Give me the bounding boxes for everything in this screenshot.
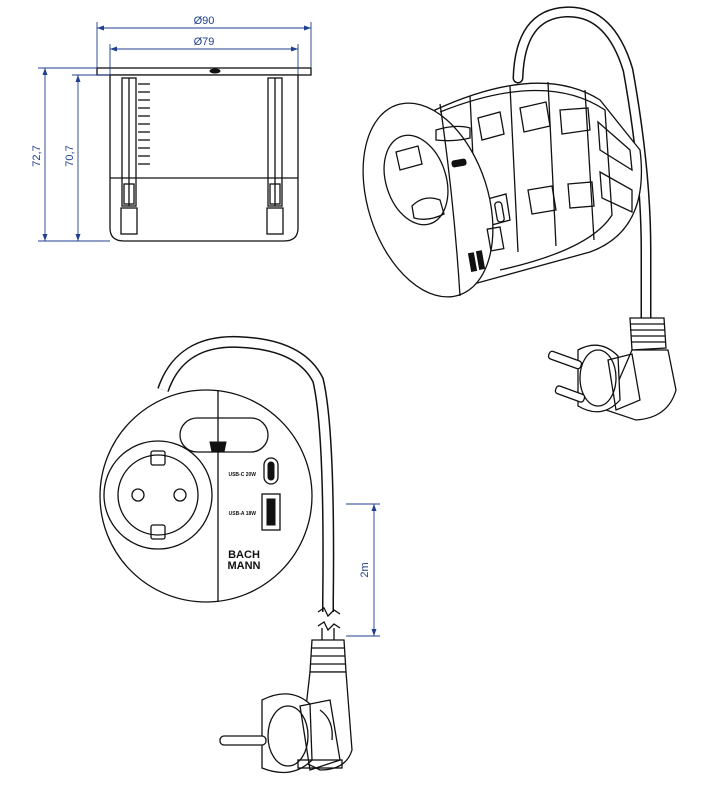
side-clamp-right [266, 77, 284, 235]
dim-body-height: 70,7 [64, 145, 76, 166]
front-plug [219, 639, 353, 774]
side-body [109, 74, 299, 242]
side-ratchet-teeth [138, 83, 150, 165]
socket-earth-clip-bottom [150, 524, 166, 540]
iso-disc-divider [439, 103, 461, 297]
plug-pin [219, 735, 267, 746]
front-view: USB-C 20W USB-A 18W BACH MANN 2m [99, 335, 380, 774]
iso-socket [383, 134, 449, 226]
usb-a-label: USB-A 18W [229, 511, 257, 517]
brand-line-1: BACH [228, 549, 260, 561]
socket-pin-hole-left [131, 488, 145, 502]
socket-pin-hole-right [173, 488, 187, 502]
dim-cable-length: 2m [359, 562, 371, 577]
iso-brand-mark [467, 250, 486, 272]
usb-a-port [261, 493, 281, 531]
dim-outer-diameter: Ø90 [194, 15, 215, 27]
iso-usb-a-port [486, 226, 505, 252]
side-clamp-left [120, 77, 138, 235]
socket-earth-clip-top [150, 450, 166, 466]
flange-notch [209, 68, 221, 74]
flange-rim [96, 67, 312, 76]
dim-inner-diameter: Ø79 [194, 36, 215, 48]
dim-total-height: 72,7 [31, 145, 43, 166]
brand-line-2: MANN [228, 560, 261, 572]
schuko-socket [103, 440, 213, 550]
iso-plug [547, 317, 677, 421]
iso-usb-c-port [494, 201, 505, 223]
usb-c-port [263, 457, 279, 485]
usb-c-label: USB-C 20W [228, 472, 256, 478]
side-view: Ø90 Ø79 72,7 70,7 [31, 15, 312, 242]
isometric-view [362, 6, 677, 421]
